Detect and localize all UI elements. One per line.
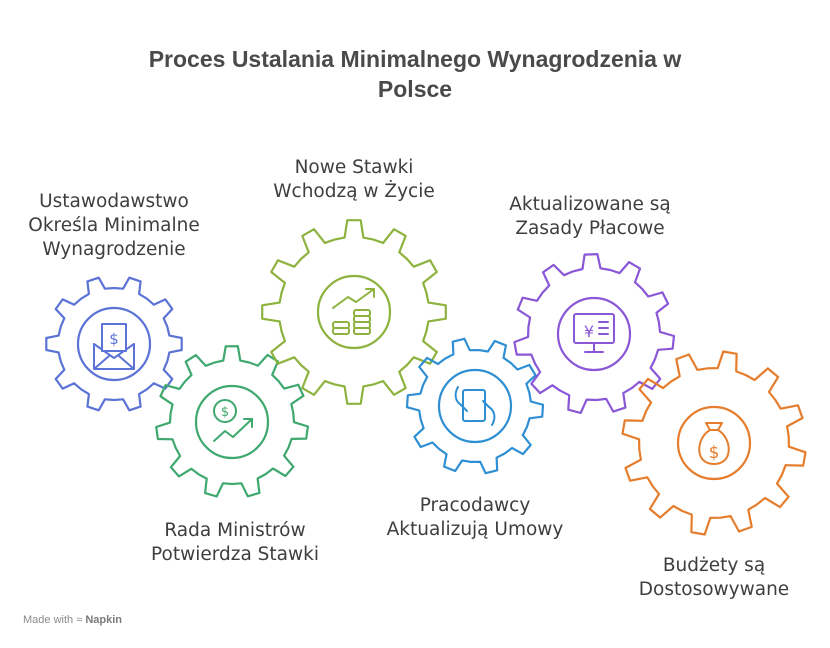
contract-hands-icon [454,386,496,426]
step-6-line-2: Dostosowywane [638,579,790,600]
coins-growth-icon [332,288,375,335]
title-line-1: Proces Ustalania Minimalnego Wynagrodzen… [148,46,682,72]
step-1-line-2: Określa Minimalne [28,215,200,236]
money-growth-icon: $ [213,399,253,442]
step-4-line-1: Pracodawcy [419,495,531,516]
step-2-line-1: Rada Ministrów [164,520,306,541]
payroll-monitor-icon: ¥ [573,313,615,353]
step-label-budgets: Budżety są Dostosowywane [614,554,814,602]
svg-text:$: $ [109,330,119,348]
step-label-payroll: Aktualizowane są Zasady Płacowe [490,193,690,241]
title-line-2: Polsce [377,76,453,102]
step-5-line-2: Zasady Płacowe [515,218,665,239]
gear-budgets-ring [676,405,752,481]
step-label-new-rates: Nowe Stawki Wchodzą w Życie [254,156,454,204]
gear-legislation-ring [76,306,152,382]
step-5-line-1: Aktualizowane są [509,194,671,215]
money-envelope-icon: $ [93,323,135,370]
page-title: Proces Ustalania Minimalnego Wynagrodzen… [0,44,830,104]
step-3-line-1: Nowe Stawki [294,157,414,178]
gear-new-rates [261,219,447,405]
made-with-text: Made with [23,614,74,626]
svg-text:¥: ¥ [584,322,594,341]
step-6-line-1: Budżety są [662,555,766,576]
money-bag-icon: $ [698,422,730,465]
step-label-employers: Pracodawcy Aktualizują Umowy [365,494,585,542]
step-2-line-2: Potwierdza Stawki [151,544,319,565]
made-with-napkin[interactable]: Made with ≈ Napkin [23,614,122,626]
step-label-legislation: Ustawodawstwo Określa Minimalne Wynagrod… [18,190,210,262]
gear-employers-ring [437,368,513,444]
step-1-line-1: Ustawodawstwo [39,191,189,212]
svg-text:$: $ [221,405,229,420]
step-1-line-3: Wynagrodzenie [42,239,186,260]
step-4-line-2: Aktualizują Umowy [386,519,564,540]
gear-payroll-ring [556,296,632,372]
svg-text:$: $ [709,443,720,463]
gear-budgets: $ [621,350,807,536]
step-label-council: Rada Ministrów Potwierdza Stawki [130,519,340,567]
napkin-brand-text: Napkin [85,614,122,626]
gear-payroll: ¥ [513,253,676,414]
gear-council: $ [155,345,309,498]
gear-legislation: $ [45,276,183,412]
napkin-logo-icon: ≈ [76,614,83,626]
gear-new-rates-ring [316,274,392,350]
gear-employers [405,337,545,475]
gear-council-ring [194,384,270,460]
step-3-line-2: Wchodzą w Życie [273,181,435,202]
